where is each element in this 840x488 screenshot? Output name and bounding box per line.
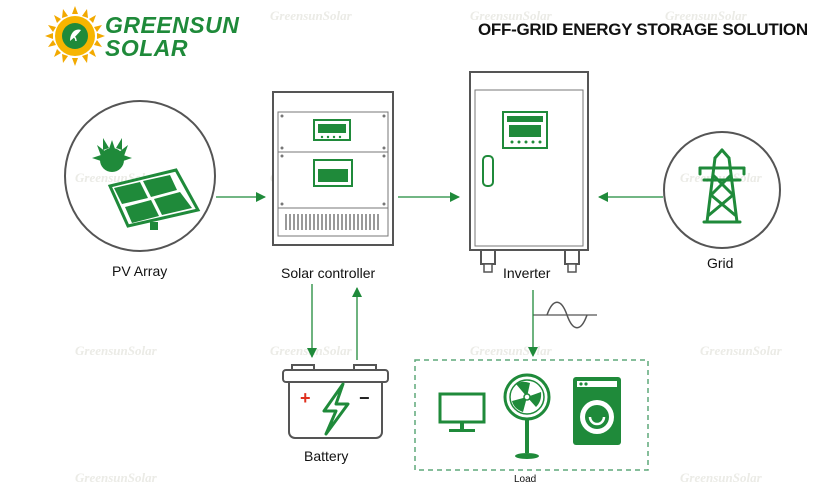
load-label: Load [514,474,537,485]
grid-circle [663,131,781,249]
inverter-label: Inverter [503,265,551,281]
watermark-text: GreensunSolar [700,343,782,358]
brand-name-line1: GREENSUN [105,12,240,38]
fan-icon [503,373,551,459]
grid-label: Grid [707,255,734,271]
battery-label: Battery [304,448,349,464]
solar-controller-cabinet [272,91,394,246]
pv-array-label: PV Array [112,263,168,279]
solar-panel-icon [92,138,201,230]
watermark-text: GreensunSolar [75,470,157,485]
sun-logo-icon [45,6,105,66]
load-box [414,359,649,471]
battery-plus-sign: + [300,388,311,408]
battery-icon [282,364,389,439]
inverter-cabinet [469,71,589,273]
watermark-text: GreensunSolar [470,8,552,23]
watermark-text: GreensunSolar [75,343,157,358]
tv-icon [438,392,486,432]
lightning-icon [322,382,350,436]
sine-wave-icon [533,301,597,329]
washing-machine-icon [573,377,621,445]
brand-name-line2: SOLAR [105,35,188,61]
watermark-text: GreensunSolar [680,470,762,485]
solar-controller-label: Solar controller [281,265,376,281]
page-title: OFF-GRID ENERGY STORAGE SOLUTION [478,20,808,39]
watermark-text: GreensunSolar [665,8,747,23]
watermark-text: GreensunSolar [270,8,352,23]
flow-arrows [216,192,663,360]
battery-minus-sign: − [359,388,370,408]
pv-array-circle [64,100,216,252]
pylon-icon [698,148,746,224]
